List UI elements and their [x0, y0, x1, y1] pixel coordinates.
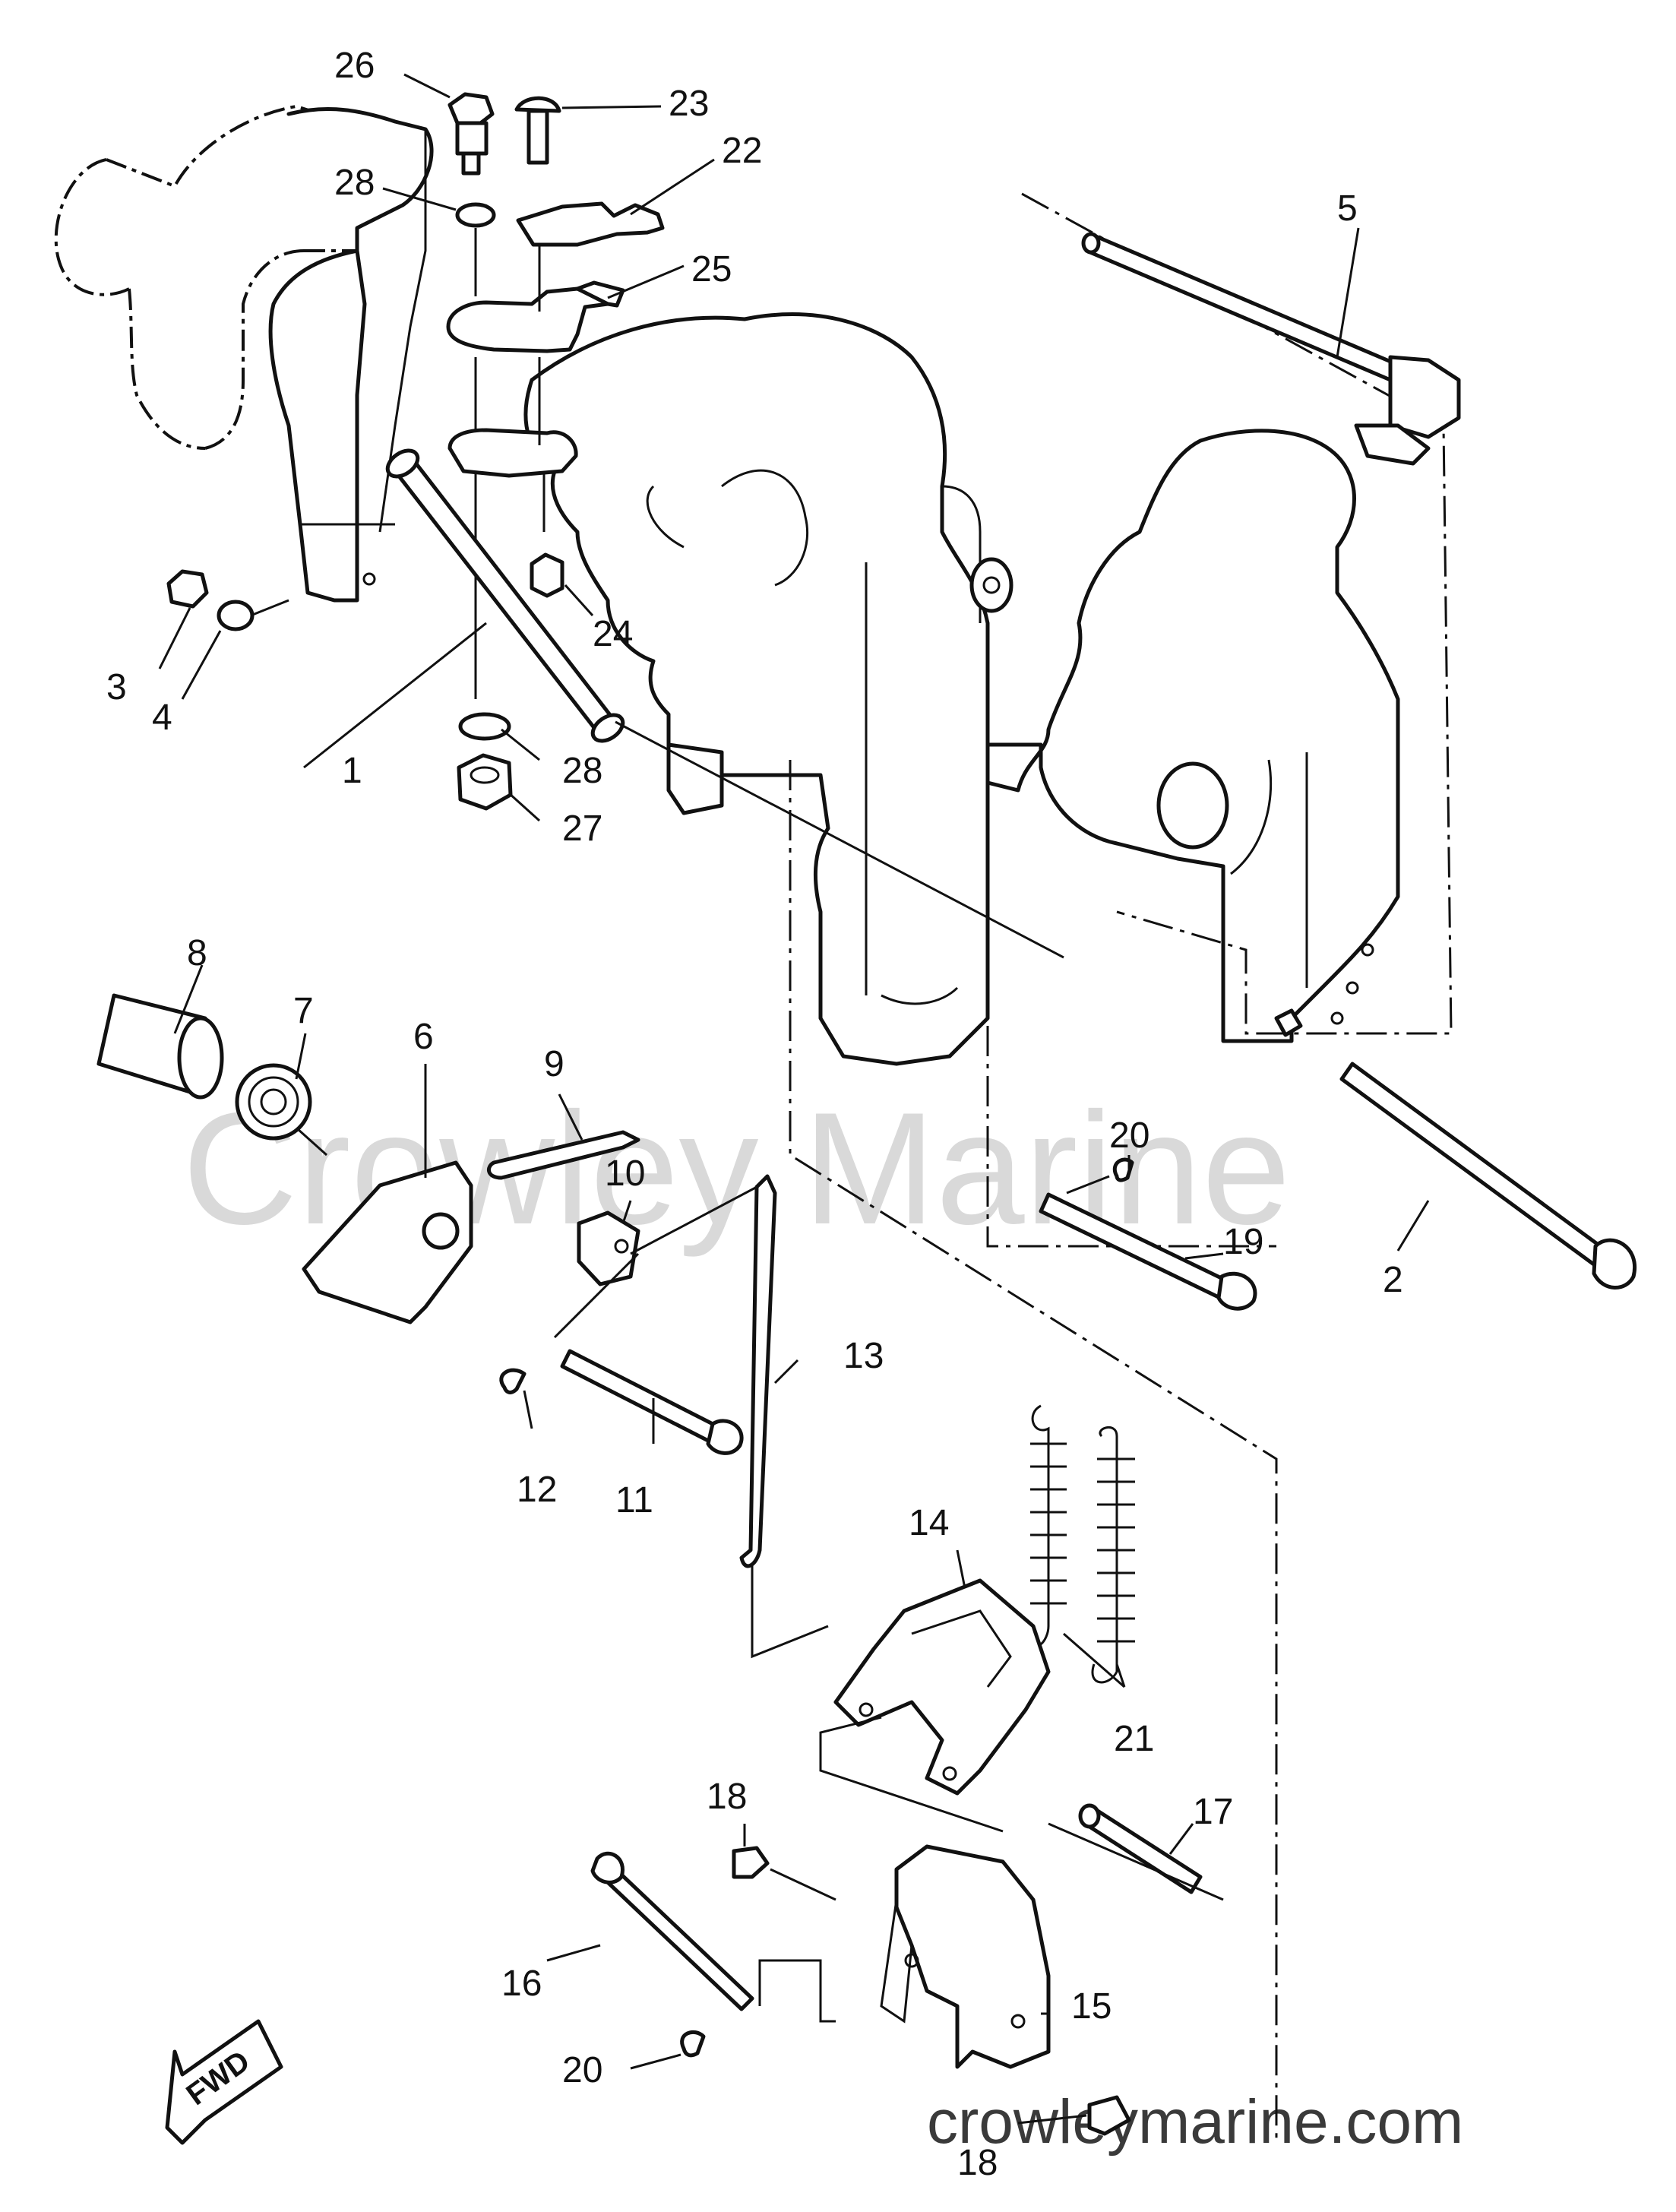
label-part-18-lower: 18 [957, 2143, 998, 2183]
part-25-tab [575, 280, 625, 308]
part-23-screw [514, 96, 561, 165]
label-part-23: 23 [669, 84, 709, 124]
part-26-bolt [447, 92, 495, 176]
assembly-boundary-line-3 [986, 775, 1276, 1248]
label-part-20-upper: 20 [1109, 1115, 1149, 1156]
part-9-spring-wire [487, 1130, 640, 1180]
label-part-9: 9 [544, 1044, 564, 1084]
part-18-clip-upper [732, 1846, 770, 1879]
label-part-4: 4 [152, 698, 172, 738]
part-20-clip-lower [680, 2030, 706, 2058]
swivel-bracket [523, 312, 1014, 1066]
part-24-nut [530, 552, 564, 598]
label-part-18-upper: 18 [707, 1777, 747, 1817]
assembly-boundary-line-2 [789, 760, 1278, 2143]
label-part-16: 16 [501, 1964, 542, 2004]
label-part-12: 12 [517, 1470, 557, 1510]
part-2-through-bolt [1339, 1062, 1637, 1290]
part-14-yoke [833, 1578, 1051, 1796]
label-part-11: 11 [615, 1480, 653, 1521]
ghost-bracket-left [54, 104, 366, 450]
label-part-25: 25 [691, 249, 732, 290]
label-part-3: 3 [106, 667, 127, 707]
label-part-1: 1 [342, 751, 362, 791]
part-15-bracket [880, 1844, 1051, 2069]
part-1-shaft-tube [385, 448, 625, 743]
part-11-pin [560, 1349, 744, 1455]
part-12-clip [499, 1368, 527, 1394]
label-part-13: 13 [843, 1336, 884, 1376]
part-21-springs [1030, 1404, 1135, 1684]
part-3-nut [166, 569, 209, 609]
label-part-17: 17 [1193, 1792, 1233, 1832]
part-4-washer [217, 600, 255, 631]
part-17-pin [1078, 1803, 1203, 1894]
part-25-lock-plate [446, 286, 619, 353]
label-part-6: 6 [413, 1017, 434, 1057]
label-part-28-lower: 28 [562, 751, 602, 791]
label-part-24: 24 [593, 614, 633, 654]
label-part-15: 15 [1071, 1986, 1112, 2027]
label-part-2: 2 [1383, 1260, 1403, 1300]
label-part-19: 19 [1223, 1222, 1263, 1262]
label-part-22: 22 [722, 131, 762, 171]
label-part-21: 21 [1114, 1719, 1154, 1759]
part-28-washer-upper [455, 202, 496, 228]
part-8-bushing [96, 993, 224, 1100]
part-6-lever [302, 1160, 473, 1324]
part-5-pin [1081, 232, 1461, 466]
part-7-spring [235, 1063, 328, 1157]
label-part-28-upper: 28 [334, 163, 375, 203]
right-clamp-bracket [985, 429, 1400, 1043]
part-28-washer-lower [458, 712, 511, 741]
callout-labels: 26 23 22 28 25 24 3 4 1 28 27 5 8 7 6 9 … [106, 46, 1403, 2183]
label-part-8: 8 [187, 933, 207, 973]
label-part-26: 26 [334, 46, 375, 86]
forward-direction-arrow: FWD [165, 2019, 283, 2145]
lever-plate [447, 428, 578, 478]
part-18-clip-lower [1087, 2095, 1131, 2136]
label-part-14: 14 [909, 1503, 949, 1543]
part-22-plate [516, 201, 665, 247]
assembly-boundary-line [1021, 192, 1453, 1035]
label-part-20-lower: 20 [562, 2050, 602, 2090]
callout-leaders [158, 73, 1430, 2125]
label-part-10: 10 [605, 1153, 645, 1194]
label-part-27: 27 [562, 809, 602, 849]
site-watermark: crowleymarine.com [927, 2087, 1463, 2157]
part-16-pin [590, 1851, 754, 2011]
part-10-cam [577, 1210, 640, 1286]
label-part-5: 5 [1337, 188, 1358, 229]
part-13-rod [739, 1174, 777, 1568]
part-27-nut [457, 753, 513, 811]
part-19-pin [1039, 1192, 1257, 1311]
label-part-7: 7 [293, 991, 314, 1031]
bolt-end-fitting [1274, 1008, 1303, 1037]
left-clamp-bracket [268, 106, 434, 603]
